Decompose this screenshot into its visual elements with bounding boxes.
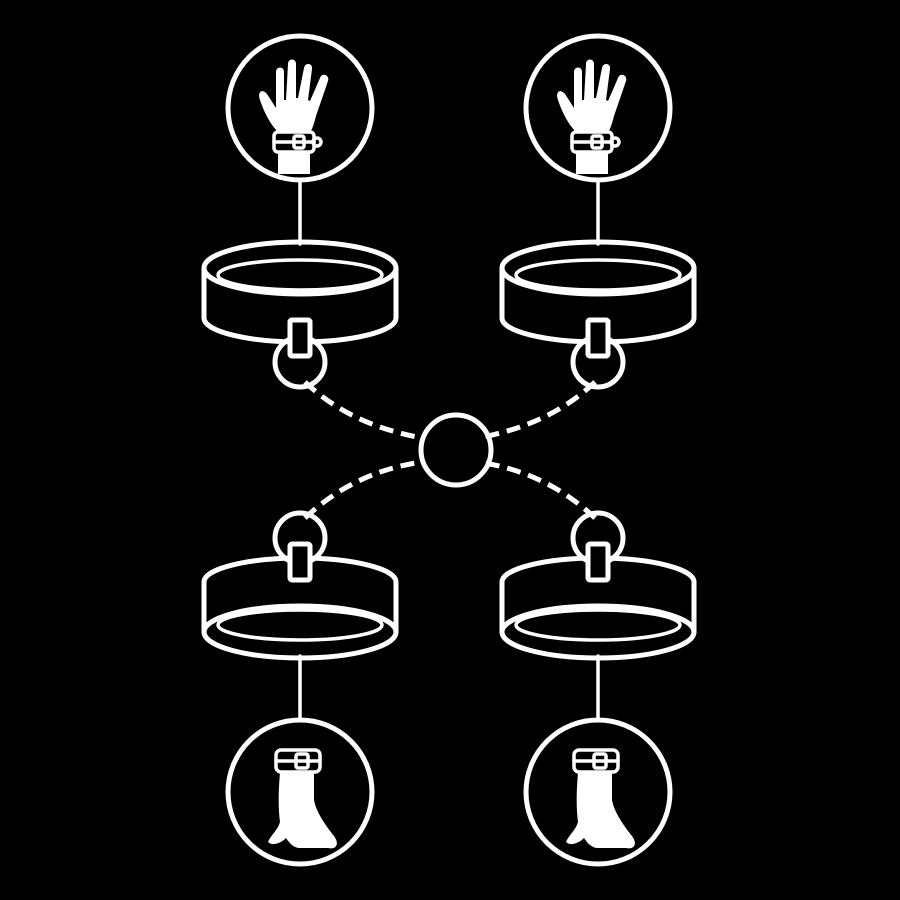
left-hand-node: [228, 36, 372, 180]
upper-right-cuff: [502, 242, 694, 387]
connector-upper-left: [305, 382, 422, 438]
lower-right-cuff: [502, 513, 694, 658]
right-foot-node: [526, 720, 670, 864]
right-hand-node: [526, 36, 670, 180]
connector-lower-left: [305, 462, 422, 518]
foot-with-ankle-cuff-icon: [268, 750, 337, 848]
connector-lower-right: [478, 462, 595, 518]
lower-left-cuff: [204, 513, 396, 658]
connector-upper-right: [478, 382, 595, 438]
hand-with-wrist-cuff-icon: [259, 60, 328, 175]
hand-with-wrist-cuff-icon: [557, 60, 626, 175]
left-foot-node: [228, 720, 372, 864]
center-ring-icon: [421, 415, 491, 485]
foot-with-ankle-cuff-icon: [566, 750, 635, 848]
upper-left-cuff: [204, 242, 396, 387]
